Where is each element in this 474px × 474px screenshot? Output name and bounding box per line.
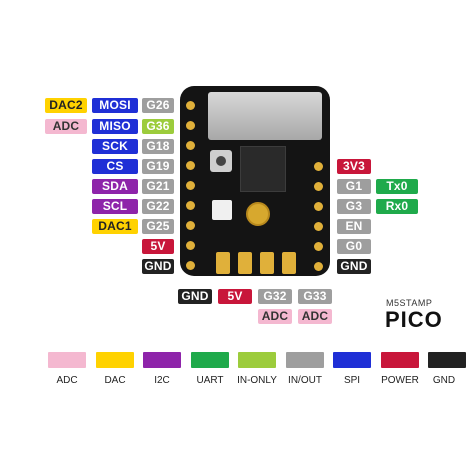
pad	[186, 221, 195, 230]
pad	[314, 202, 323, 211]
pin-label: MOSI	[92, 98, 138, 113]
pad	[186, 201, 195, 210]
pin-label: GND	[337, 259, 371, 274]
legend-label: POWER	[381, 375, 419, 386]
pin-label: G0	[337, 239, 371, 254]
legend-label: GND	[432, 375, 456, 386]
pin-label: G25	[142, 219, 174, 234]
rf-shield	[208, 92, 322, 140]
pin-label: SCL	[92, 199, 138, 214]
pad	[186, 181, 195, 190]
button-cap	[216, 156, 226, 166]
pin-label: ADC	[298, 309, 332, 324]
legend-swatch-power	[381, 352, 419, 368]
legend-swatch-adc	[48, 352, 86, 368]
pin-label: Rx0	[376, 199, 418, 214]
pad	[186, 261, 195, 270]
pad	[314, 262, 323, 271]
legend-swatch-dac	[96, 352, 134, 368]
pin-label: ADC	[45, 119, 87, 134]
pin-label: G1	[337, 179, 371, 194]
pad	[314, 162, 323, 171]
bottom-pad	[216, 252, 230, 274]
pin-label: 5V	[218, 289, 252, 304]
brand-model: PICO	[385, 307, 443, 332]
legend-swatch-spi	[333, 352, 371, 368]
pin-label: G33	[298, 289, 332, 304]
pin-label: G18	[142, 139, 174, 154]
legend-label: IN-ONLY	[237, 375, 277, 386]
pin-label: 5V	[142, 239, 174, 254]
pin-label: DAC2	[45, 98, 87, 113]
pin-label: GND	[178, 289, 212, 304]
pin-label: G3	[337, 199, 371, 214]
bottom-pad	[260, 252, 274, 274]
pad	[186, 161, 195, 170]
pad	[314, 242, 323, 251]
pin-label: Tx0	[376, 179, 418, 194]
pin-label: GND	[142, 259, 174, 274]
legend-label: UART	[196, 375, 224, 386]
pad	[314, 222, 323, 231]
pad	[186, 121, 195, 130]
pin-label: G21	[142, 179, 174, 194]
pin-label: SCK	[92, 139, 138, 154]
bottom-pad	[282, 252, 296, 274]
pin-label: DAC1	[92, 219, 138, 234]
mounting-hole	[246, 202, 270, 226]
pin-label: MISO	[92, 119, 138, 134]
legend-swatch-inonly	[238, 352, 276, 368]
legend-swatch-gnd	[428, 352, 466, 368]
pin-label: CS	[92, 159, 138, 174]
pin-label: 3V3	[337, 159, 371, 174]
pin-label: G26	[142, 98, 174, 113]
legend-label: I2C	[154, 375, 170, 386]
pin-label: ADC	[258, 309, 292, 324]
legend-label: DAC	[104, 375, 126, 386]
rgb-led	[212, 200, 232, 220]
pad	[186, 101, 195, 110]
legend-swatch-i2c	[143, 352, 181, 368]
pin-label: G19	[142, 159, 174, 174]
pin-label: G22	[142, 199, 174, 214]
legend-label: IN/OUT	[288, 375, 322, 386]
pin-label: SDA	[92, 179, 138, 194]
pin-label: EN	[337, 219, 371, 234]
legend-swatch-uart	[191, 352, 229, 368]
brand-maker: M5STAMP	[386, 298, 433, 308]
pad	[186, 141, 195, 150]
pad	[186, 241, 195, 250]
legend-label: SPI	[343, 375, 361, 386]
chip	[240, 146, 286, 192]
pad	[314, 182, 323, 191]
pin-label: G32	[258, 289, 292, 304]
legend-label: ADC	[56, 375, 78, 386]
bottom-pad	[238, 252, 252, 274]
legend-swatch-inout	[286, 352, 324, 368]
pin-label: G36	[142, 119, 174, 134]
